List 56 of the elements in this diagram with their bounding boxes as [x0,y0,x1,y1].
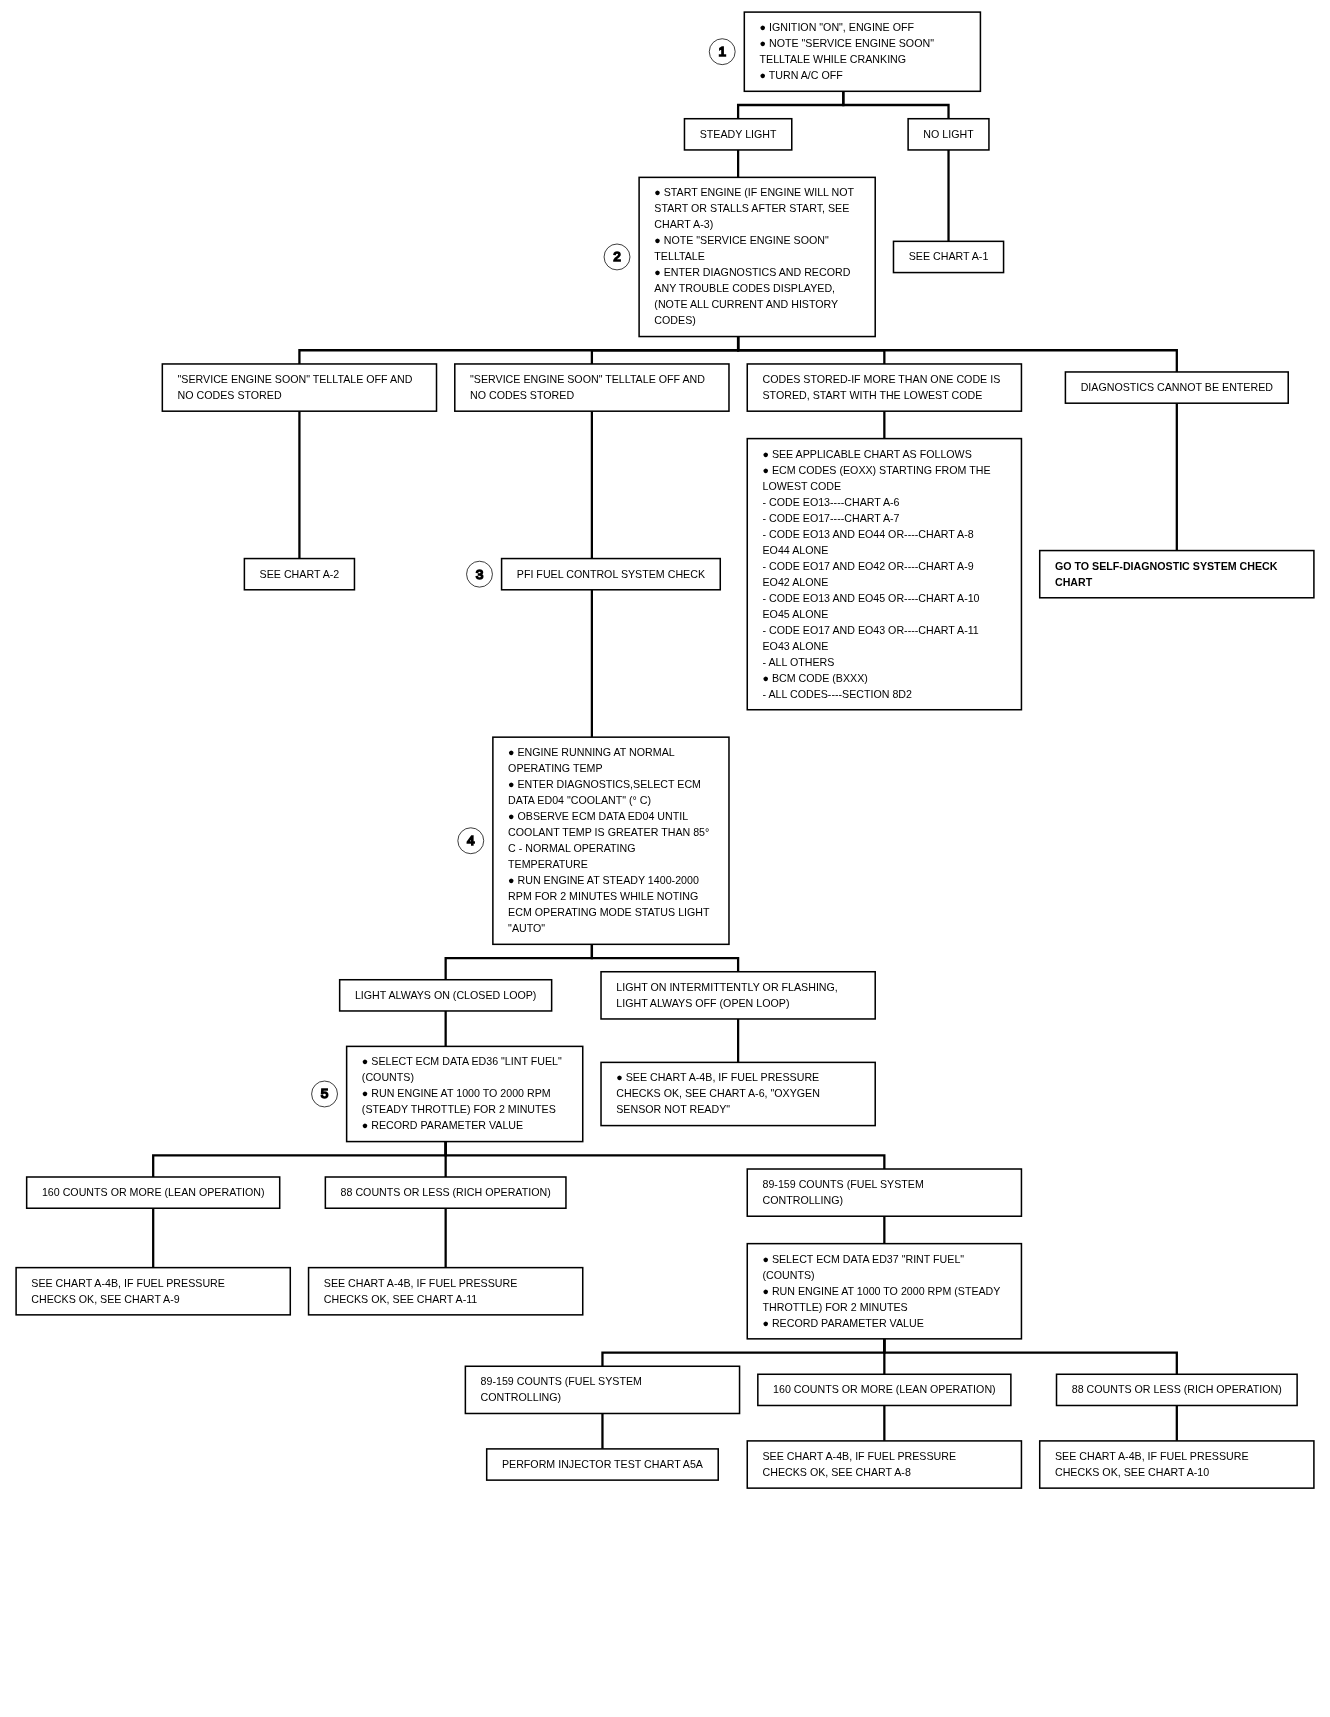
step-number: 3 [466,560,493,588]
connector [590,944,740,972]
node-box: SEE CHART A-4B, IF FUEL PRESSURE CHECKS OK, SEE CHART A-11 [307,1266,584,1316]
connector [883,411,886,439]
node-box: SEE CHART A-1 [892,240,1005,274]
connector [737,1018,740,1063]
node-box: GO TO SELF-DIAGNOSTIC SYSTEM CHECK CHART [1038,549,1315,599]
node-box: ● SEE APPLICABLE CHART AS FOLLOWS ● ECM CODES (EOXX) STARTING FROM THE LOWEST CODE - CODE EO13----CHART A-6 - CODE EO17----CHART A-7 - CODE EO13 AND EO44 OR----CHART A-8 EO44 ALONE - CODE EO17 AND EO42 OR----CHART A-9 EO42 ALONE - CODE EO13 AND EO45 OR----CHART A-10 EO45 ALONE - CODE EO17 AND EO43 OR----CHART A-11 EO43 ALONE - ALL OTHERS ● BCM CODE (BXXX) - ALL CODES----SECTION 8D2 [746,437,1023,711]
node-box: DIAGNOSTICS CANNOT BE ENTERED [1064,371,1289,404]
connector [298,411,301,559]
connector [883,1405,886,1441]
node-box: 160 COUNTS OR MORE (LEAN OPERATION) [25,1176,281,1209]
step-number: 2 [603,243,631,271]
node-box: ● SELECT ECM DATA ED36 "LINT FUEL" (COUNTS) ● RUN ENGINE AT 1000 TO 2000 RPM (STEADY THROTTLE) FOR 2 MINUTES ● RECORD PARAMETER VALUE [345,1045,584,1143]
connector [737,336,1178,372]
node-box: PFI FUEL CONTROL SYSTEM CHECK [500,557,721,591]
node-box: "SERVICE ENGINE SOON" TELLTALE OFF AND NO CODES STORED [454,363,730,412]
node-box: 160 COUNTS OR MORE (LEAN OPERATION) [757,1373,1012,1407]
connector [590,411,593,559]
node-box: NO LIGHT [907,117,990,151]
node-box: "SERVICE ENGINE SOON" TELLTALE OFF AND NO CODES STORED [161,363,438,412]
node-box: LIGHT ALWAYS ON (CLOSED LOOP) [338,979,553,1012]
node-box: STEADY LIGHT [683,117,793,151]
node-box: CODES STORED-IF MORE THAN ONE CODE IS STORED, START WITH THE LOWEST CODE [746,363,1023,412]
connector [883,1216,886,1244]
node-box: ● SELECT ECM DATA ED37 "RINT FUEL" (COUNTS) ● RUN ENGINE AT 1000 TO 2000 RPM (STEADY THROTTLE) FOR 2 MINUTES ● RECORD PARAMETER VALUE [746,1242,1023,1340]
step-number: 5 [311,1080,338,1108]
connector [842,91,950,119]
connector [590,589,593,738]
connector [444,1141,447,1177]
connector [1175,403,1178,551]
node-box: 89-159 COUNTS (FUEL SYSTEM CONTROLLING) [746,1168,1023,1217]
node-box: 88 COUNTS OR LESS (RICH OPERATION) [1055,1373,1298,1407]
step-number: 1 [708,38,736,66]
node-box: SEE CHART A-2 [243,557,356,591]
connector [601,1413,604,1449]
connector [152,1141,447,1177]
connector [737,149,740,178]
node-box: SEE CHART A-4B, IF FUEL PRESSURE CHECKS OK, SEE CHART A-8 [746,1440,1023,1489]
connector [152,1208,155,1268]
connector [1175,1405,1178,1441]
node-box: 88 COUNTS OR LESS (RICH OPERATION) [324,1176,567,1209]
node-box: SEE CHART A-4B, IF FUEL PRESSURE CHECKS OK, SEE CHART A-9 [15,1266,292,1316]
node-box: SEE CHART A-4B, IF FUEL PRESSURE CHECKS OK, SEE CHART A-10 [1038,1440,1315,1489]
node-box: ● START ENGINE (IF ENGINE WILL NOT START OR STALLS AFTER START, SEE CHART A-3) ● NOTE "SERVICE ENGINE SOON" TELLTALE ● ENTER DIAGNOSTICS AND RECORD ANY TROUBLE CODES DISPLAYED, (NOTE ALL CURRENT AND HISTORY CODES) [638,176,876,338]
connector [947,149,950,242]
node-box: PERFORM INJECTOR TEST CHART A5A [485,1448,719,1481]
connector [444,1208,447,1268]
connector [883,1338,1178,1375]
node-box: LIGHT ON INTERMITTENTLY OR FLASHING, LIGHT ALWAYS OFF (OPEN LOOP) [600,971,876,1020]
node-box: ● SEE CHART A-4B, IF FUEL PRESSURE CHECKS OK, SEE CHART A-6, "OXYGEN SENSOR NOT READY" [600,1061,876,1127]
node-box: ● IGNITION "ON", ENGINE OFF ● NOTE "SERVICE ENGINE SOON" TELLTALE WHILE CRANKING ● TURN A/C OFF [743,11,982,93]
node-box: 89-159 COUNTS (FUEL SYSTEM CONTROLLING) [464,1365,741,1415]
node-box: ● ENGINE RUNNING AT NORMAL OPERATING TEMP ● ENTER DIAGNOSTICS,SELECT ECM DATA ED04 "COOLANT" (° C) ● OBSERVE ECM DATA ED04 UNTIL COOLANT TEMP IS GREATER THAN 85° C - NORMAL OPERATING TEMPERATURE ● RUN ENGINE AT STEADY 1400-2000 RPM FOR 2 MINUTES WHILE NOTING ECM OPERATING MODE STATUS LIGHT "AUTO" [492,736,730,946]
step-number: 4 [457,827,485,855]
connector [444,1010,447,1047]
